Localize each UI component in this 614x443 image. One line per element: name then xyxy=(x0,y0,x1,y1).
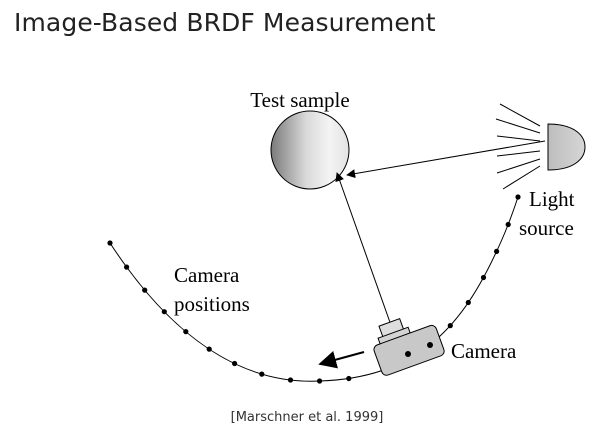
camera-view-arrow xyxy=(335,172,393,329)
camera-position-dot xyxy=(206,346,212,352)
camera-position-dot xyxy=(124,264,130,270)
camera-position-dot xyxy=(161,309,167,315)
camera-icon xyxy=(373,318,445,376)
camera-position-dot xyxy=(515,194,521,200)
light-rays xyxy=(495,103,541,190)
slide-title: Image-Based BRDF Measurement xyxy=(14,8,436,37)
test-sample-label: Test sample xyxy=(250,88,349,112)
citation: [Marschner et al. 1999] xyxy=(230,410,384,425)
camera-position-dot xyxy=(142,287,148,293)
camera-position-dot xyxy=(447,323,453,329)
incident-light-arrow xyxy=(346,140,546,179)
camera-position-dot xyxy=(465,299,471,306)
test-sample-sphere xyxy=(270,110,350,190)
camera-position-dots xyxy=(107,194,521,384)
camera-position-dot xyxy=(232,360,238,367)
camera-label: Camera xyxy=(451,339,517,363)
camera-movement-arrow xyxy=(318,351,365,369)
camera-position-dot xyxy=(183,329,189,335)
light-source-label-line1: Light xyxy=(529,187,575,211)
camera-dots xyxy=(405,342,433,357)
camera-position-dot xyxy=(259,371,265,377)
light-source-lamp xyxy=(547,123,586,171)
camera-position-dot xyxy=(494,248,500,254)
camera-position-dot xyxy=(317,378,323,384)
camera-position-dot xyxy=(480,274,487,281)
light-source-label-line2: source xyxy=(519,216,574,240)
camera-position-dot xyxy=(505,221,511,228)
camera-path-arc xyxy=(109,196,519,382)
camera-position-dot xyxy=(346,375,352,382)
camera-position-dot xyxy=(287,377,294,383)
camera-position-dot xyxy=(107,240,113,246)
camera-positions-label-line1: Camera xyxy=(174,263,240,287)
camera-positions-label-line2: positions xyxy=(174,292,250,316)
